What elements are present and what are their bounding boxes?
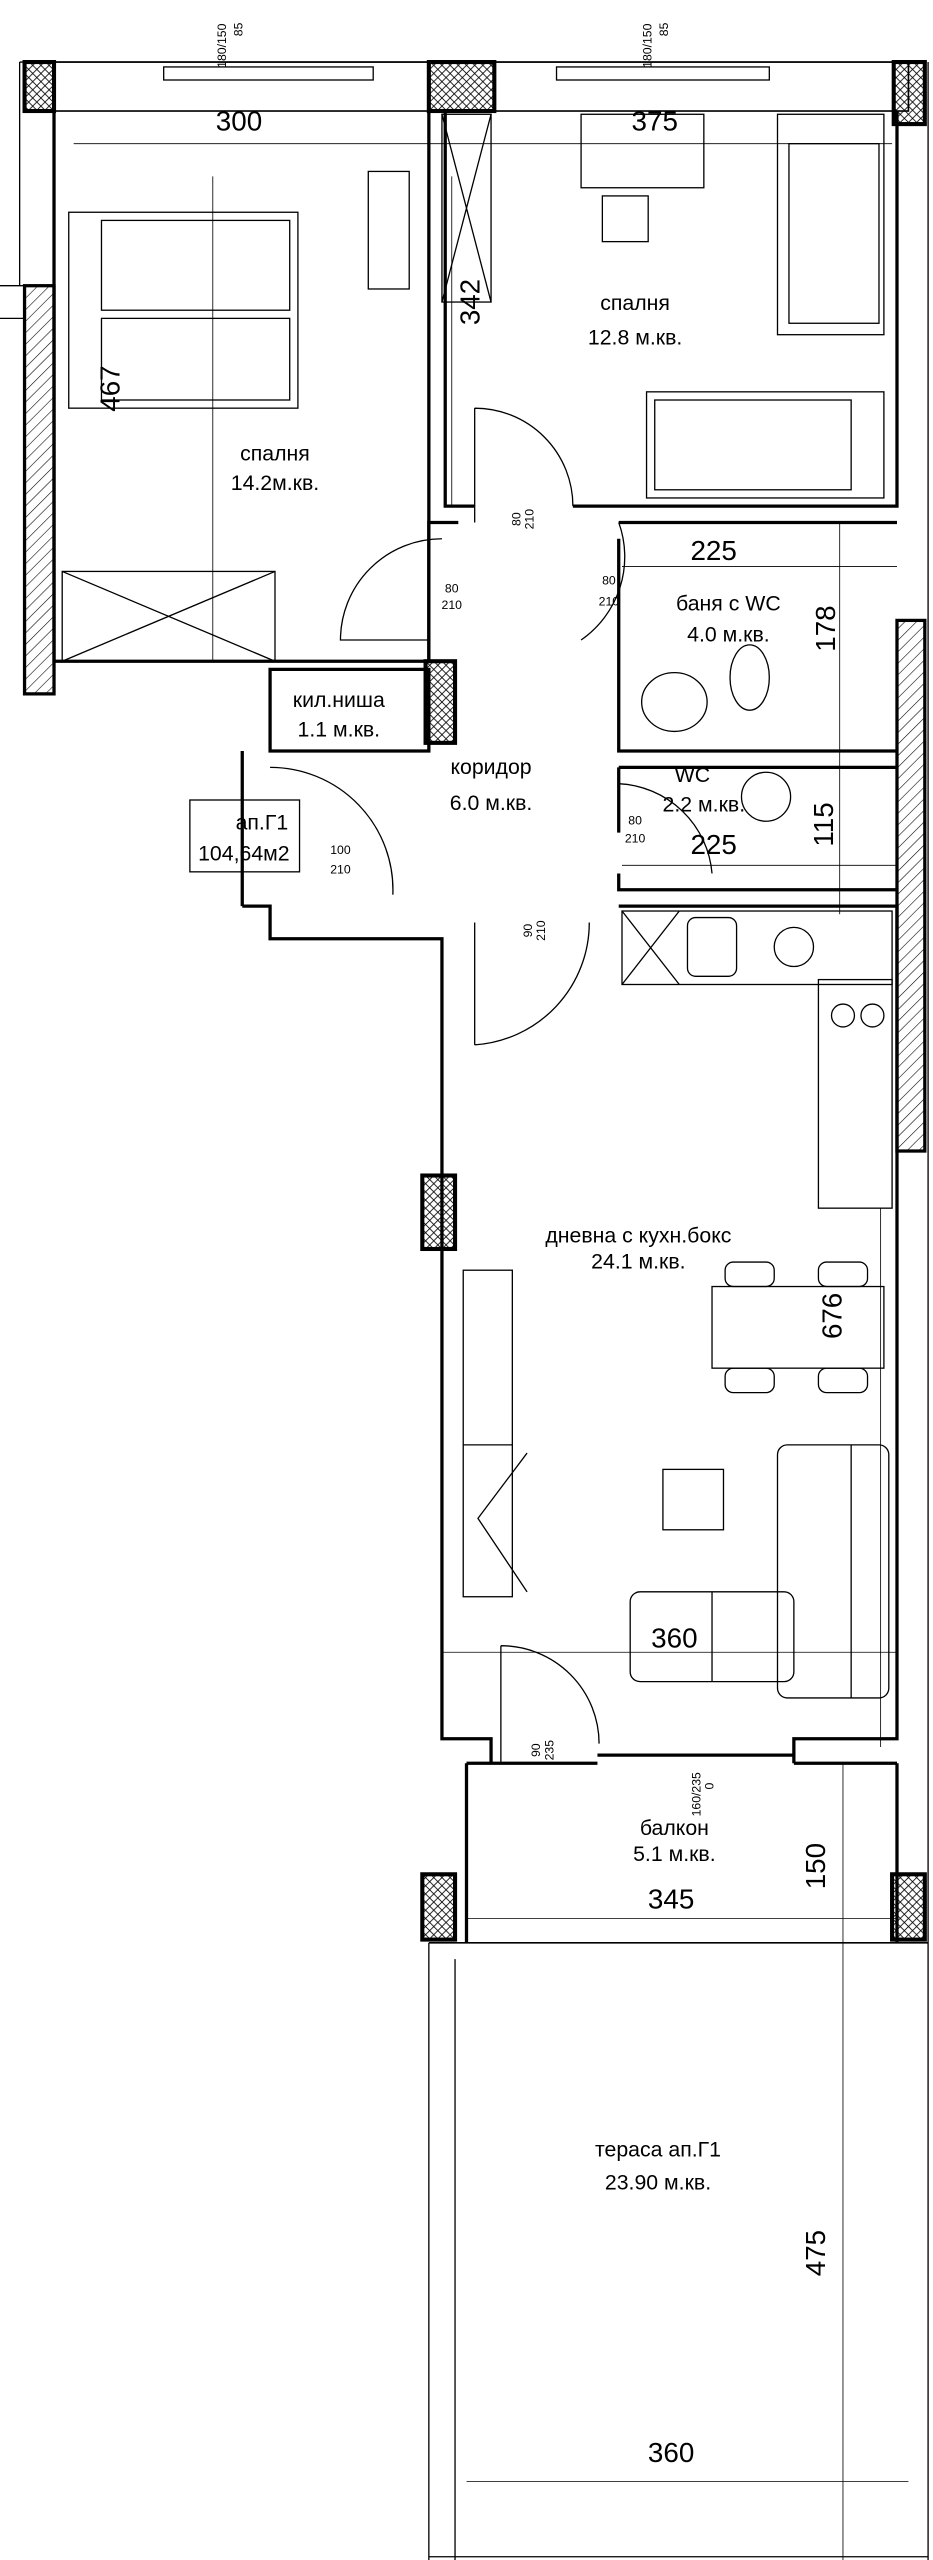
kitchen-counter xyxy=(621,910,893,986)
living-name: дневна с кухн.бокс xyxy=(545,1223,731,1247)
window-label: 180/150 85 180/150 85 xyxy=(215,22,671,67)
exterior-wall-right xyxy=(895,618,927,1153)
dimension-475: 475 xyxy=(800,2230,831,2276)
sink xyxy=(640,672,708,733)
balcony-name: балкон xyxy=(640,1816,709,1840)
dimension-360-living: 360 xyxy=(651,1622,697,1653)
bedroom-left-name: спалня xyxy=(240,441,310,465)
bedroom-right-area: 12.8 м.кв. xyxy=(588,326,682,350)
coffee-table xyxy=(662,1468,725,1531)
exterior-wall-left xyxy=(22,284,56,696)
door-1-height: 210 xyxy=(523,509,537,530)
dimension-375: 375 xyxy=(632,106,678,137)
doors xyxy=(270,407,713,1764)
dimension-115: 115 xyxy=(808,802,839,846)
living-area: 24.1 м.кв. xyxy=(591,1250,685,1274)
window-1-top: 180/150 xyxy=(215,23,229,67)
door-labels: 80 210 80 210 80 210 80 210 100 210 90 2… xyxy=(330,509,716,1817)
window-2-bottom: 85 xyxy=(657,22,671,36)
door-4-width: 80 xyxy=(628,814,642,828)
dimension-178: 178 xyxy=(810,605,841,651)
bathroom-name: баня с WC xyxy=(676,592,781,616)
wc-name: WC xyxy=(675,763,710,787)
door-7-width: 90 xyxy=(529,1743,543,1757)
dimension-676: 676 xyxy=(816,1293,847,1339)
door-6-height: 210 xyxy=(534,920,548,941)
door-6-width: 90 xyxy=(521,924,535,938)
dining-table xyxy=(711,1285,885,1369)
desk xyxy=(580,113,705,189)
door-5-height: 210 xyxy=(330,862,351,876)
wardrobe-right xyxy=(441,113,492,303)
bed-right-1 xyxy=(776,113,885,336)
walls xyxy=(0,61,929,1944)
door-8-width: 160/235 xyxy=(690,1772,704,1816)
window-2-top: 180/150 xyxy=(640,23,654,67)
bathroom-area: 4.0 м.кв. xyxy=(687,623,770,647)
dimension-150: 150 xyxy=(800,1843,831,1889)
door-1-width: 80 xyxy=(510,512,524,526)
outline-lines xyxy=(18,61,929,2560)
dimension-467: 467 xyxy=(94,365,125,411)
balcony-area: 5.1 м.кв. xyxy=(633,1842,716,1866)
bedroom-left-area: 14.2м.кв. xyxy=(231,471,319,495)
dimension-342: 342 xyxy=(455,279,486,325)
toilet xyxy=(729,644,770,711)
door-3-width: 80 xyxy=(602,574,616,588)
terrace-area: 23.90 м.кв. xyxy=(605,2170,711,2194)
apartment-area: 104,64м2 xyxy=(198,841,290,865)
bed-right-2 xyxy=(645,391,885,499)
wc-area: 2.2 м.кв. xyxy=(663,792,746,816)
dimension-300: 300 xyxy=(216,106,262,137)
bedroom-right-name: спалня xyxy=(600,291,670,315)
door-7-height: 235 xyxy=(542,1740,556,1761)
bed-left xyxy=(68,211,299,409)
apartment-name: ап.Г1 xyxy=(236,810,289,834)
dimension-360-terrace: 360 xyxy=(648,2437,694,2468)
terrace-name: тераса ап.Г1 xyxy=(595,2138,721,2162)
dimension-225-top: 225 xyxy=(690,535,736,566)
dimension-lines xyxy=(73,143,909,2560)
door-4-height: 210 xyxy=(625,831,646,845)
window-1-bottom: 85 xyxy=(231,22,245,36)
door-2-height: 210 xyxy=(442,598,463,612)
corridor-area: 6.0 м.кв. xyxy=(450,791,533,815)
wardrobe-left xyxy=(61,570,276,662)
dimension-225-bottom: 225 xyxy=(690,829,736,860)
door-3-height: 210 xyxy=(599,595,620,609)
columns xyxy=(22,60,927,1942)
dimension-345: 345 xyxy=(648,1884,694,1915)
apartment-label-box xyxy=(189,799,301,873)
storage-name: кил.ниша xyxy=(293,688,385,712)
corridor-name: коридор xyxy=(450,755,531,779)
furniture xyxy=(61,113,893,1699)
door-5-width: 100 xyxy=(330,843,351,857)
tv-unit xyxy=(462,1269,513,1598)
door-2-width: 80 xyxy=(445,582,459,596)
storage-area: 1.1 м.кв. xyxy=(298,717,381,741)
door-8-height: 0 xyxy=(703,1783,717,1790)
